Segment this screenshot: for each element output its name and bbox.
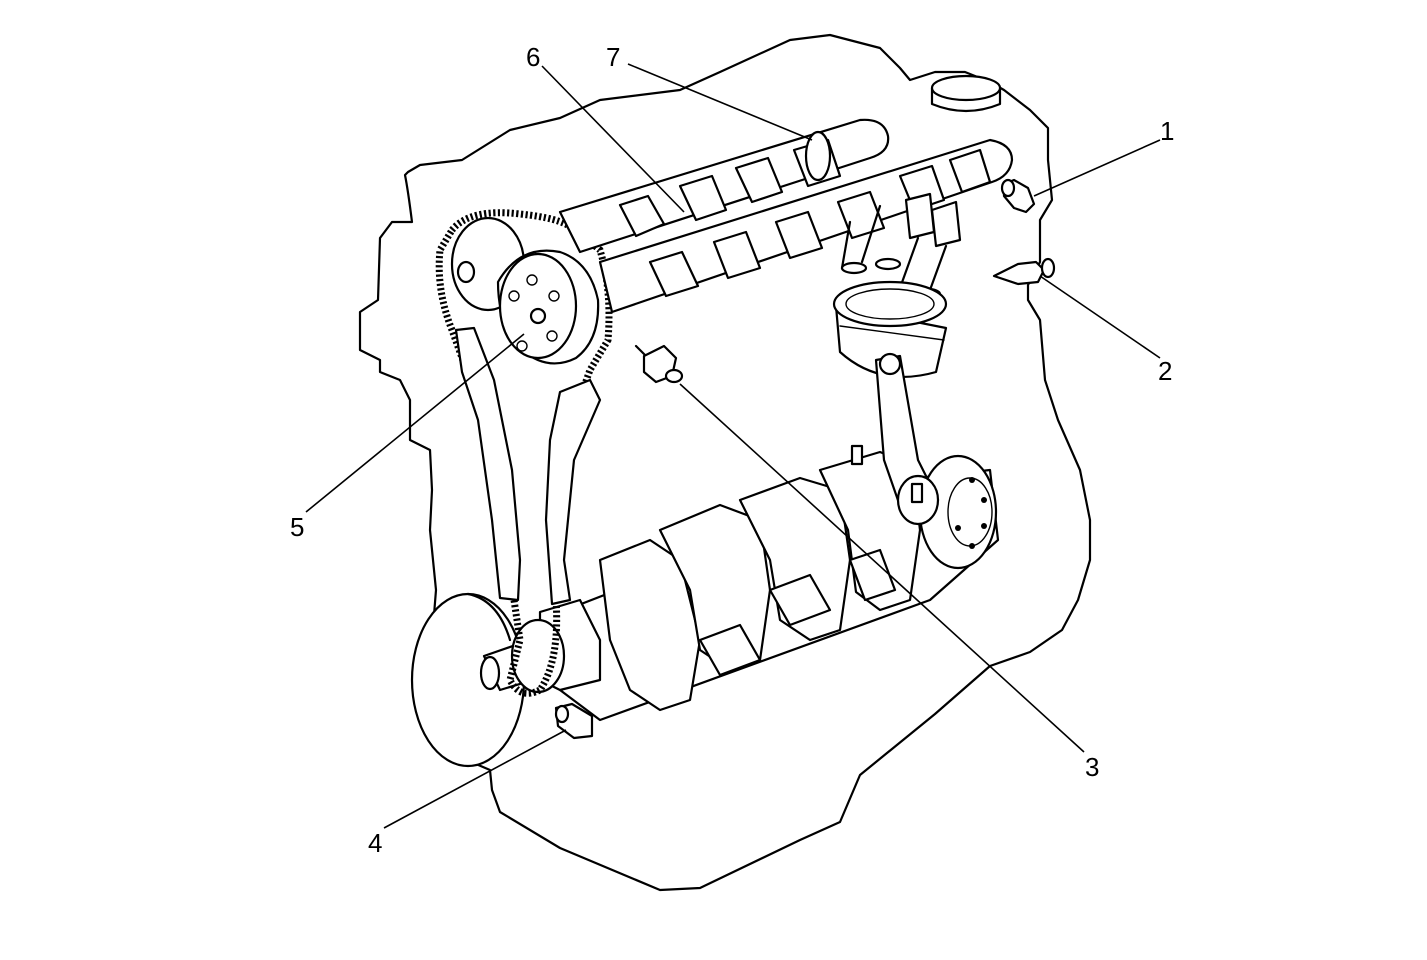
sensor-3 [634,344,684,384]
exhaust-camshaft [598,138,1014,314]
intake-camshaft [558,118,890,254]
oil-filler-neck [930,74,1002,113]
piston [832,280,948,378]
callout-6: 6 [526,42,540,72]
sensor-2 [992,257,1056,286]
callout-1: 1 [1160,116,1174,146]
leader-3 [679,383,1085,753]
chain-guides [454,326,602,606]
leader-2 [1039,275,1161,359]
crankshaft [479,450,1000,722]
leader-lines [305,63,1161,829]
connecting-rod [850,352,940,526]
leader-6 [541,65,685,213]
callout-2: 2 [1158,356,1172,386]
callout-7: 7 [606,42,620,72]
callout-3: 3 [1085,752,1099,782]
callout-4: 4 [368,828,382,858]
camshaft-actuator [496,249,600,365]
leader-5 [305,333,525,513]
leader-1 [1033,139,1161,197]
leader-7 [627,63,813,141]
callout-5: 5 [290,512,304,542]
sensor-4 [554,702,594,740]
crankshaft-pulley [410,592,526,768]
sensor-1 [1000,178,1036,214]
leader-4 [383,729,567,829]
